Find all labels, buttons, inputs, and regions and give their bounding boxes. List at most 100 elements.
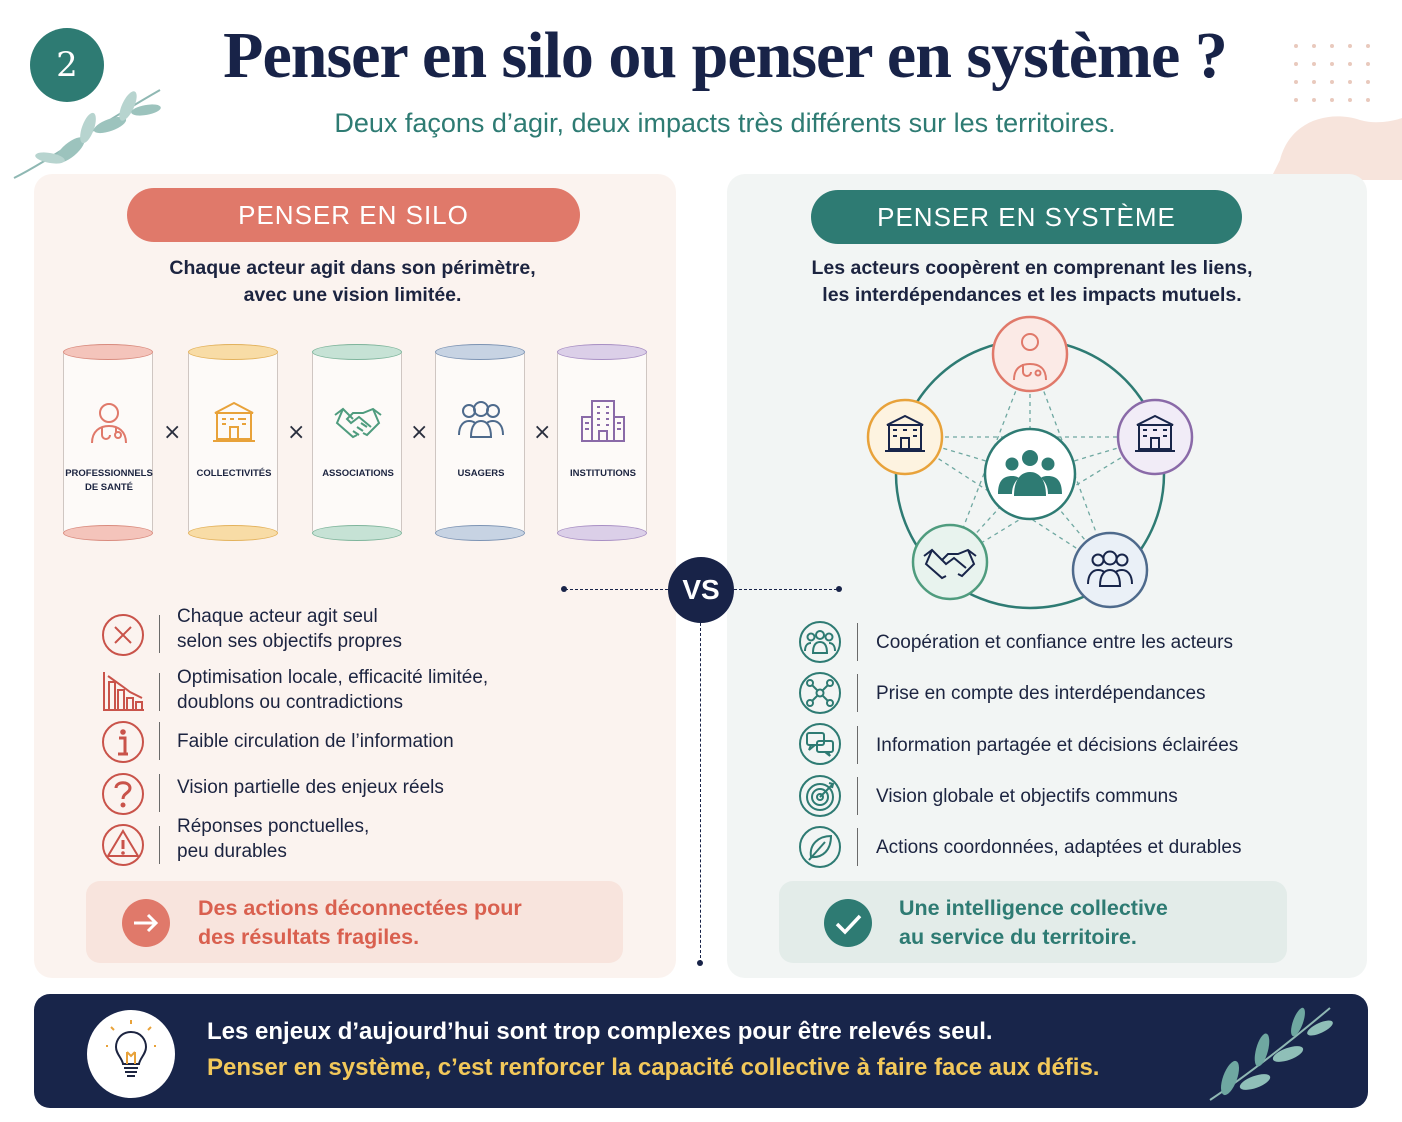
cylinder-label-line1: INSTITUTIONS	[570, 468, 636, 479]
network-node-associations	[911, 523, 989, 601]
cylinder-label: USAGERS	[436, 467, 526, 481]
town-hall-icon	[213, 401, 255, 442]
page-title: Penser en silo ou penser en système ?	[223, 19, 1228, 92]
system-network-diagram	[866, 315, 1194, 610]
divider-dot-left	[561, 586, 567, 592]
cylinder-bottom	[556, 524, 647, 541]
silo-cylinder-associations: ASSOCIATIONS	[311, 343, 403, 541]
system-intro-line2: les interdépendances et les impacts mutu…	[822, 284, 1242, 306]
silo-item-3: Faible circulation de l’information	[177, 729, 454, 754]
leaf-icon	[799, 826, 841, 868]
list-separator	[159, 774, 160, 812]
network-node-communities	[866, 398, 944, 476]
x-circle-icon	[102, 614, 144, 656]
times-separator: ×	[533, 420, 552, 445]
silo-item-4: Vision partielle des enjeux réels	[177, 775, 444, 800]
cylinder-top	[434, 343, 525, 360]
system-heading: PENSER EN SYSTÈME	[811, 190, 1242, 244]
silo-item-5-line1: Réponses ponctuelles,	[177, 816, 370, 837]
silo-intro-line1: Chaque acteur agit dans son périmètre,	[169, 257, 536, 279]
silo-item-1-line1: Chaque acteur agit seul	[177, 606, 378, 627]
divider-line-right	[734, 589, 837, 590]
blob-decoration	[1270, 116, 1402, 180]
system-item-5: Actions coordonnées, adaptées et durable…	[876, 837, 1242, 858]
section-number-badge: 2	[30, 28, 104, 102]
leaf-branch-decoration	[1209, 1007, 1333, 1101]
silo-conclusion-text: Des actions déconnectées pour des résulta…	[198, 894, 522, 952]
network-node-institutions	[1116, 398, 1194, 476]
silo-conclusion-line1: Des actions déconnectées pour	[198, 896, 522, 920]
silo-heading: PENSER EN SILO	[127, 188, 580, 242]
cylinder-top	[187, 343, 278, 360]
cylinder-bottom	[434, 524, 525, 541]
network-icon	[799, 672, 841, 714]
silo-item-3-line1: Faible circulation de l’information	[177, 731, 454, 752]
cylinder-bottom	[311, 524, 402, 541]
silo-conclusion-line2: des résultats fragiles.	[198, 925, 420, 949]
silo-item-5-line2: peu durables	[177, 841, 287, 862]
times-separator: ×	[287, 420, 306, 445]
cylinder-label: INSTITUTIONS	[558, 467, 648, 481]
list-separator	[159, 615, 160, 653]
question-icon	[102, 773, 144, 815]
system-item-4: Vision globale et objectifs communs	[876, 786, 1178, 807]
times-separator: ×	[410, 420, 429, 445]
list-separator	[159, 722, 160, 760]
list-separator	[857, 674, 858, 712]
list-separator	[857, 828, 858, 866]
cylinder-top	[62, 343, 153, 360]
warning-icon	[102, 824, 144, 866]
vs-badge: VS	[668, 557, 734, 623]
list-separator	[159, 826, 160, 864]
footer-line1: Les enjeux d’aujourd’hui sont trop compl…	[207, 1018, 993, 1045]
divider-line-vertical	[700, 623, 701, 963]
divider-line-left	[565, 589, 668, 590]
users-icon	[1087, 550, 1133, 587]
system-item-3: Information partagée et décisions éclair…	[876, 735, 1239, 756]
silo-item-1-line2: selon ses objectifs propres	[177, 631, 402, 652]
system-panel	[727, 174, 1367, 978]
users-icon	[458, 401, 504, 438]
chat-icon	[799, 723, 841, 765]
system-item-2: Prise en compte des interdépendances	[876, 683, 1206, 704]
silo-item-2: Optimisation locale, efficacité limitée,…	[177, 665, 488, 715]
target-icon	[799, 775, 841, 817]
cylinder-label: COLLECTIVITÉS	[189, 467, 279, 481]
handshake-icon	[923, 548, 977, 580]
silo-item-2-line2: doublons ou contradictions	[177, 692, 404, 713]
list-separator	[159, 673, 160, 711]
divider-dot-right	[836, 586, 842, 592]
center-node	[983, 427, 1077, 521]
building-icon	[1135, 414, 1175, 452]
lightbulb-icon	[106, 1020, 156, 1077]
arrow-right-icon	[122, 899, 170, 947]
silo-item-4-line1: Vision partielle des enjeux réels	[177, 777, 444, 798]
list-separator	[857, 777, 858, 815]
network-node-users	[1071, 531, 1149, 609]
page-subtitle: Deux façons d’agir, deux impacts très di…	[334, 108, 1116, 138]
cylinder-label-line1: ASSOCIATIONS	[322, 468, 394, 479]
cylinder-label-line1: USAGERS	[457, 468, 505, 479]
silo-cylinder-communities: COLLECTIVITÉS	[187, 343, 279, 541]
silo-item-1: Chaque acteur agit seul selon ses objecti…	[177, 604, 402, 654]
cylinder-top	[311, 343, 402, 360]
cylinder-label: ASSOCIATIONS	[313, 467, 403, 481]
silo-cylinder-users: USAGERS	[434, 343, 526, 541]
system-item-1: Coopération et confiance entre les acteu…	[876, 632, 1233, 653]
cylinder-bottom	[62, 524, 153, 541]
doctor-icon	[91, 403, 127, 444]
lightbulb-badge	[87, 1010, 175, 1098]
building-icon	[581, 400, 625, 442]
silo-conclusion-box	[86, 881, 623, 963]
silo-panel	[34, 174, 676, 978]
group-icon	[998, 450, 1062, 496]
cylinder-top	[556, 343, 647, 360]
cylinder-label-line2: DE SANTÉ	[84, 482, 134, 493]
system-intro: Les acteurs coopèrent en comprenant les …	[752, 255, 1312, 309]
silo-intro-line2: avec une vision limitée.	[243, 284, 462, 306]
system-conclusion-line1: Une intelligence collective	[899, 896, 1168, 920]
footer-line2: Penser en système, c’est renforcer la ca…	[207, 1054, 1100, 1081]
